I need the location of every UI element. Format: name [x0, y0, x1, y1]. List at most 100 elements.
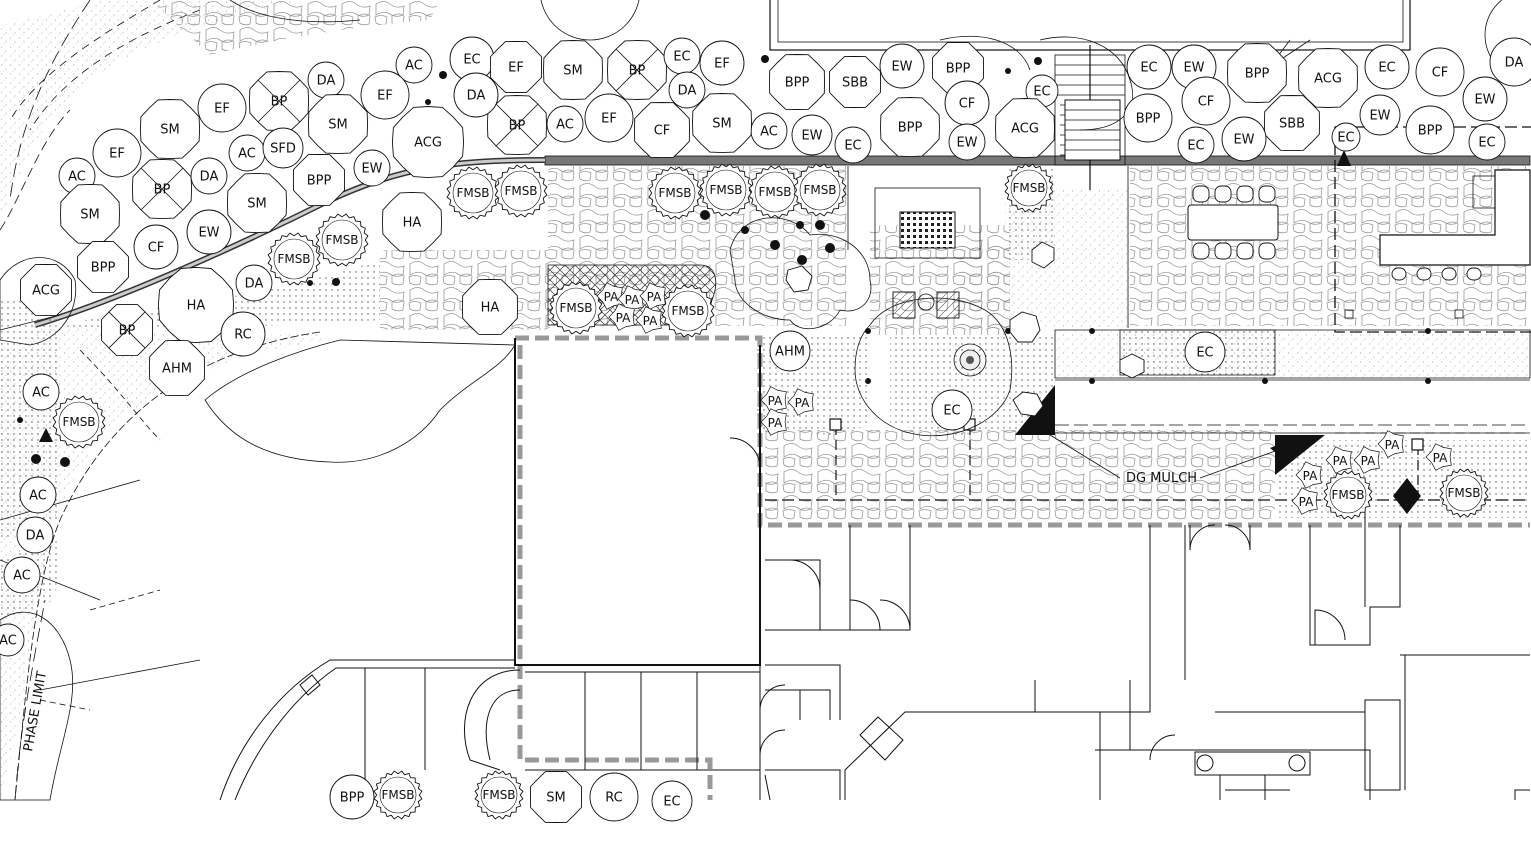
shrub-code-label: FMSB	[671, 304, 704, 318]
plant-ahm: AHM	[148, 339, 206, 397]
plant-bp: BP	[248, 71, 310, 132]
plant-ew: EW	[948, 123, 986, 161]
shrub-fmsb: FMSB	[1004, 163, 1054, 213]
plant-ac: AC	[395, 46, 433, 84]
plant-ec: EC	[1184, 331, 1226, 373]
perennial-code-label: PA	[795, 396, 810, 410]
plant-code-label: CF	[148, 241, 165, 256]
plant-code-label: BPP	[785, 76, 810, 91]
plant-code-label: ACG	[1011, 122, 1039, 137]
perennial-pa: PA	[1295, 461, 1322, 489]
plant-ec: EC	[1468, 123, 1506, 161]
plant-code-label: RC	[234, 328, 251, 343]
perennial-pa: PA	[787, 388, 814, 416]
plant-code-label: EC	[1478, 136, 1495, 151]
plant-sm: SM	[692, 93, 752, 154]
plant-cf: CF	[944, 80, 990, 126]
plant-code-label: EF	[377, 89, 393, 104]
lawn-blob	[204, 339, 516, 463]
plant-code-label: SM	[546, 791, 565, 806]
shrub-fmsb: FMSB	[648, 166, 702, 220]
plant-code-label: EC	[1378, 61, 1395, 76]
plant-code-label: DA	[678, 84, 697, 99]
plant-code-label: SM	[80, 208, 99, 223]
plant-rc: RC	[220, 311, 266, 357]
plant-code-label: AC	[238, 147, 256, 162]
perennial-pa: PA	[1291, 487, 1318, 515]
shrub-fmsb: FMSB	[661, 284, 715, 338]
plant-code-label: CF	[1432, 66, 1449, 81]
plant-code-label: EW	[1369, 109, 1390, 124]
shrub-code-label: FMSB	[1447, 486, 1480, 500]
shrub-fmsb: FMSB	[1323, 470, 1373, 520]
shrub-code-label: FMSB	[381, 788, 414, 802]
shrub-fmsb: FMSB	[52, 395, 106, 449]
plant-code-label: BPP	[946, 62, 971, 77]
perennial-code-label: PA	[1361, 454, 1376, 468]
plant-bp: BP	[486, 95, 547, 156]
perennial-pa: PA	[1425, 443, 1452, 471]
plant-code-label: HA	[187, 299, 206, 314]
shrub-code-label: FMSB	[62, 415, 95, 429]
perennial-pa: PA	[608, 303, 635, 331]
shrub-fmsb: FMSB	[474, 770, 524, 820]
plant-code-label: BPP	[307, 174, 332, 189]
plant-code-label: EC	[1196, 346, 1213, 361]
plant-da: DA	[307, 61, 345, 99]
plant-ef: EF	[197, 83, 247, 133]
plant-bpp: BPP	[1123, 93, 1173, 143]
plant-code-label: AC	[556, 118, 574, 133]
shrub-fmsb: FMSB	[373, 770, 423, 820]
shrub-fmsb: FMSB	[494, 164, 548, 218]
perennial-code-label: PA	[643, 314, 658, 328]
plant-sbb: SBB	[1264, 95, 1320, 152]
plant-code-label: SM	[247, 197, 266, 212]
plant-code-label: AC	[68, 170, 86, 185]
plant-da: DA	[235, 264, 273, 302]
shrub-code-label: FMSB	[758, 185, 791, 199]
plant-code-label: EF	[109, 147, 125, 162]
stairs	[1054, 45, 1126, 190]
perennial-code-label: PA	[647, 290, 662, 304]
plant-ef: EF	[489, 41, 542, 93]
plant-code-label: EW	[1474, 93, 1495, 108]
shrub-code-label: FMSB	[504, 184, 537, 198]
plant-code-label: CF	[654, 124, 671, 139]
perennial-code-label: PA	[1333, 454, 1348, 468]
plant-code-label: DA	[467, 89, 486, 104]
plant-bpp: BPP	[292, 153, 346, 207]
plant-sm: SM	[226, 172, 288, 234]
plant-code-label: EC	[844, 139, 861, 154]
dining-table	[1187, 185, 1279, 260]
plant-code-label: EW	[361, 162, 382, 177]
plant-bp: BP	[101, 303, 154, 357]
shrub-code-label: FMSB	[1012, 181, 1045, 195]
plant-ec: EC	[663, 37, 701, 75]
plant-code-label: ACG	[32, 284, 60, 299]
perennial-pa: PA	[617, 285, 644, 313]
plant-code-label: CF	[959, 97, 976, 112]
plant-ec: EC	[651, 780, 693, 822]
plant-ew: EW	[1221, 116, 1267, 162]
plant-ac: AC	[750, 112, 788, 150]
perennial-code-label: PA	[768, 416, 783, 430]
plant-code-label: BPP	[1136, 112, 1161, 127]
plant-ew: EW	[353, 149, 391, 187]
plant-code-label: AC	[760, 125, 778, 140]
plant-acg: ACG	[19, 263, 72, 317]
plant-sm: SM	[530, 771, 582, 823]
plant-code-label: BP	[509, 119, 526, 134]
plant-ew: EW	[186, 209, 232, 255]
perennial-code-label: PA	[1385, 438, 1400, 452]
plant-code-label: EC	[1140, 61, 1157, 76]
irrigation-lines	[765, 418, 1530, 514]
plant-code-label: SFD	[270, 142, 296, 157]
shrub-symbols: FMSB FMSB FMSB FMSB FMSB FMSB FMSB FMSB FMSB FMSB…	[52, 163, 1489, 820]
plant-code-label: EW	[891, 60, 912, 75]
shrub-code-label: FMSB	[277, 252, 310, 266]
plant-code-label: HA	[481, 301, 500, 316]
plant-ha: HA	[461, 278, 518, 336]
